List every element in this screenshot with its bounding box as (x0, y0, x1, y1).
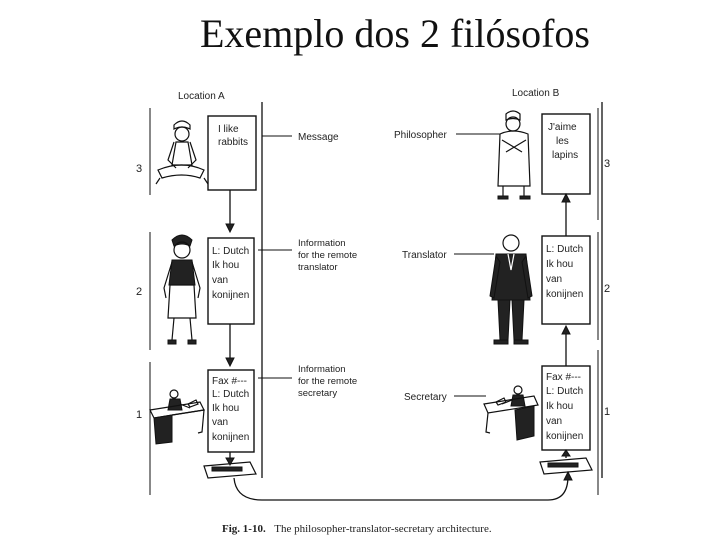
left-level1-line2: L: Dutch (212, 389, 249, 400)
right-level2-line4: konijnen (546, 289, 583, 300)
translator-a-figure (163, 234, 201, 345)
fax-machine-left (203, 461, 257, 479)
right-level1-message-box (541, 365, 591, 451)
right-level3-line3: lapins (552, 150, 578, 161)
layer-number-1-right: 1 (604, 406, 610, 418)
secretary-a-figure (149, 389, 205, 445)
transmission-line (233, 475, 569, 501)
right-level1-line4: van (546, 416, 562, 427)
figure-caption-prefix: Fig. 1-10. (222, 523, 266, 535)
left-level1-line5: konijnen (212, 432, 249, 443)
left-level2-line4: konijnen (212, 290, 249, 301)
layer-number-3-right: 3 (604, 158, 610, 170)
left-level1-line4: van (212, 417, 228, 428)
info-translator-line3: translator (298, 262, 338, 273)
info-secretary-line1: Information (298, 364, 346, 375)
secretary-label: Secretary (404, 392, 447, 403)
right-level2-line2: Ik hou (546, 259, 573, 270)
philosopher-b-figure (497, 110, 531, 200)
translator-label: Translator (402, 250, 447, 261)
figure-caption-text: The philosopher-translator-secretary arc… (274, 523, 492, 535)
location-a-label: Location A (178, 91, 225, 102)
left-level3-line2: rabbits (218, 137, 248, 148)
layer-number-1-left: 1 (136, 409, 142, 421)
info-translator-line2: for the remote (298, 250, 357, 261)
philosopher-a-figure (155, 120, 209, 185)
left-level2-line1: L: Dutch (212, 246, 249, 257)
right-level1-line1: Fax #--- (546, 372, 581, 383)
figure-caption: Fig. 1-10. The philosopher-translator-se… (222, 523, 492, 535)
secretary-b-figure (483, 385, 539, 441)
left-level2-line3: van (212, 275, 228, 286)
left-level1-message-box (207, 369, 255, 453)
layer-number-2-left: 2 (136, 286, 142, 298)
left-level2-line2: Ik hou (212, 260, 239, 271)
page-title: Exemplo dos 2 filósofos (200, 11, 590, 56)
left-level1-line3: Ik hou (212, 403, 239, 414)
info-secretary-line2: for the remote (298, 376, 357, 387)
left-level3-line1: I like (218, 124, 239, 135)
layer-number-2-right: 2 (604, 283, 610, 295)
message-label: Message (298, 132, 339, 143)
info-secretary-line3: secretary (298, 388, 337, 399)
right-level3-line1: J'aime (548, 122, 577, 133)
right-level2-line3: van (546, 274, 562, 285)
translator-b-figure (489, 234, 533, 345)
fax-machine-right (539, 457, 593, 475)
right-level2-line1: L: Dutch (546, 244, 583, 255)
left-level3-message-box (207, 115, 257, 191)
right-level1-line2: L: Dutch (546, 386, 583, 397)
info-translator-line1: Information (298, 238, 346, 249)
right-level1-line3: Ik hou (546, 401, 573, 412)
right-level3-line2: les (556, 136, 569, 147)
layer-number-3-left: 3 (136, 163, 142, 175)
location-b-label: Location B (512, 88, 560, 99)
right-level2-message-box (541, 235, 591, 325)
philosopher-label: Philosopher (394, 130, 447, 141)
left-level2-message-box (207, 237, 255, 325)
right-level1-line5: konijnen (546, 431, 583, 442)
left-level1-line1: Fax #--- (212, 376, 247, 387)
